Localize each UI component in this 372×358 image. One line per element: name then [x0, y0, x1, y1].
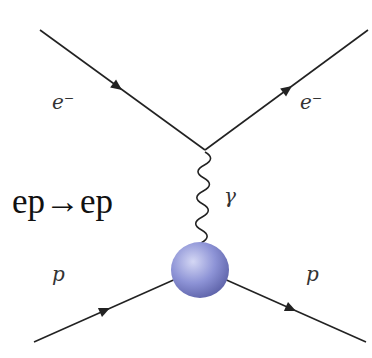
particle-label: e⁻	[52, 92, 74, 112]
proton-vertex-blob	[171, 242, 229, 298]
proton-line	[222, 278, 366, 342]
particle-label: e⁻	[300, 92, 322, 112]
electron-line	[40, 30, 205, 150]
proton-line	[34, 278, 178, 342]
arrowhead	[110, 79, 125, 94]
particle-label: p	[306, 264, 319, 284]
arrowhead	[98, 303, 112, 317]
process-label: ep→ep	[12, 184, 113, 219]
arrowhead	[280, 82, 295, 97]
particle-label: γ	[224, 186, 236, 206]
electron-line	[205, 30, 368, 150]
particle-label: p	[52, 264, 65, 284]
photon-line	[196, 152, 211, 243]
arrowhead	[284, 302, 298, 316]
